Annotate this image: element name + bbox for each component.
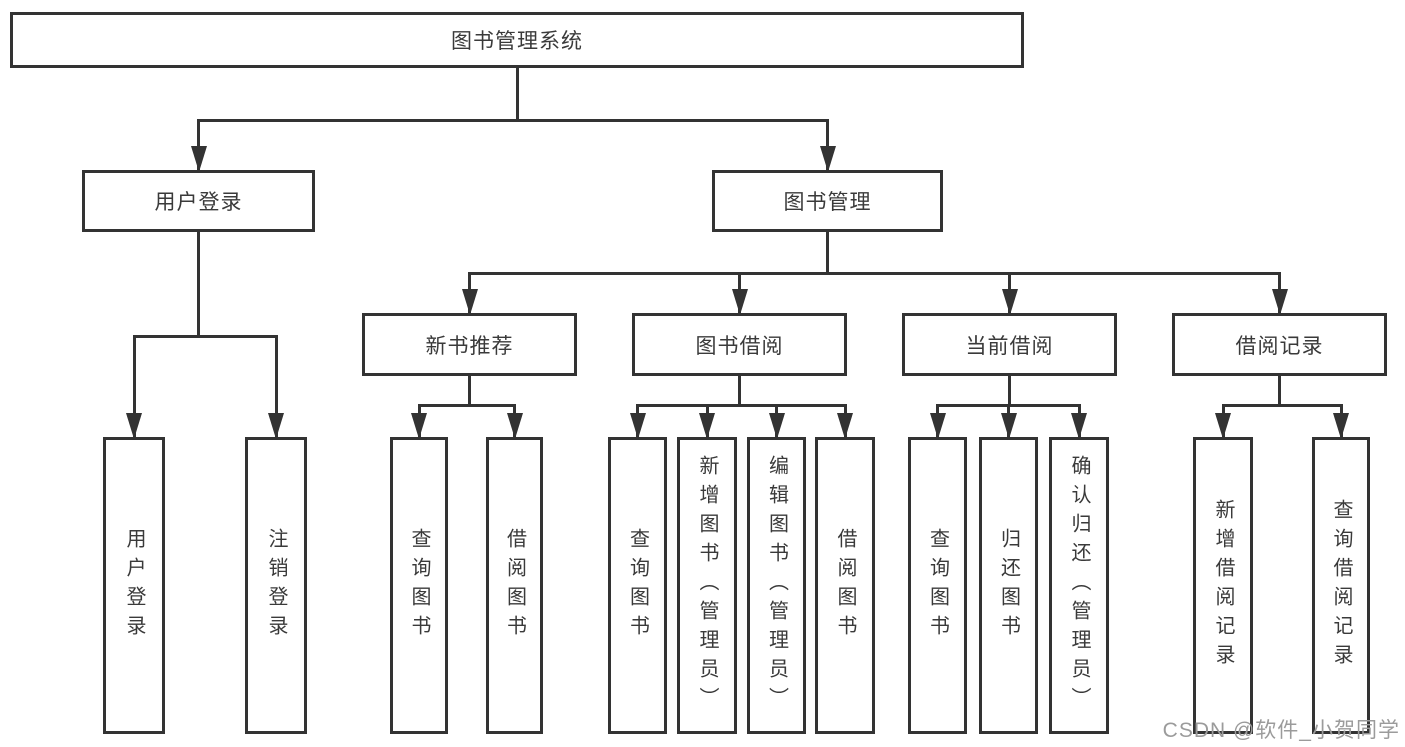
- node-user-login: 用户登录: [82, 170, 315, 232]
- arrowhead-down-icon: [411, 413, 427, 439]
- arrowhead-down-icon: [1071, 413, 1087, 439]
- node-leaf-user-login: 用户登录: [103, 437, 165, 734]
- connector-line: [1008, 376, 1011, 407]
- connector-line: [132, 335, 136, 437]
- connector-line: [1278, 376, 1281, 407]
- node-book-borrow: 图书借阅: [632, 313, 847, 376]
- node-leaf-borrow-book-2: 借阅图书: [815, 437, 875, 734]
- node-book-mgmt: 图书管理: [712, 170, 943, 232]
- node-leaf-query-book-3: 查询图书: [908, 437, 967, 734]
- connector-line: [468, 272, 1281, 275]
- node-label-leaf-confirm-return: 确认归还（管理员）: [1068, 455, 1090, 716]
- arrowhead-down-icon: [461, 289, 478, 315]
- node-label-leaf-edit-book: 编辑图书（管理员）: [765, 455, 788, 716]
- node-borrow-records: 借阅记录: [1172, 313, 1387, 376]
- connector-line: [826, 119, 829, 170]
- node-leaf-query-record: 查询借阅记录: [1312, 437, 1370, 734]
- arrowhead-down-icon: [929, 413, 946, 439]
- connector-line: [274, 335, 278, 437]
- node-label-leaf-borrow-book-1: 借阅图书: [503, 527, 526, 644]
- connector-line: [636, 404, 847, 407]
- connector-line: [826, 232, 829, 275]
- connector-line: [468, 376, 471, 407]
- arrowhead-down-icon: [731, 289, 748, 315]
- arrowhead-down-icon: [506, 413, 523, 439]
- node-label-leaf-return-book: 归还图书: [997, 527, 1020, 644]
- arrowhead-down-icon: [837, 413, 853, 439]
- node-leaf-return-book: 归还图书: [979, 437, 1038, 734]
- arrowhead-down-icon: [126, 413, 142, 439]
- arrowhead-down-icon: [629, 413, 646, 439]
- node-label-leaf-query-book-3: 查询图书: [926, 527, 949, 644]
- node-leaf-add-book: 新增图书（管理员）: [677, 437, 737, 734]
- node-label-leaf-add-record: 新增借阅记录: [1212, 498, 1234, 673]
- node-label-user-login: 用户登录: [154, 191, 243, 214]
- connector-line: [417, 404, 516, 407]
- node-label-leaf-borrow-book-2: 借阅图书: [834, 527, 856, 644]
- node-label-borrow-records: 借阅记录: [1235, 334, 1324, 358]
- node-leaf-query-book-2: 查询图书: [608, 437, 667, 734]
- node-new-book-rec: 新书推荐: [362, 313, 577, 376]
- arrowhead-down-icon: [190, 146, 207, 172]
- arrowhead-down-icon: [1001, 289, 1018, 315]
- node-label-new-book-rec: 新书推荐: [425, 334, 514, 358]
- node-current-borrow: 当前借阅: [902, 313, 1117, 376]
- node-leaf-logout: 注销登录: [245, 437, 307, 734]
- arrowhead-down-icon: [1215, 413, 1231, 439]
- node-label-root: 图书管理系统: [451, 30, 583, 53]
- arrowhead-down-icon: [768, 413, 785, 439]
- node-leaf-query-book-1: 查询图书: [390, 437, 448, 734]
- arrowhead-down-icon: [1000, 413, 1017, 439]
- node-leaf-edit-book: 编辑图书（管理员）: [747, 437, 806, 734]
- node-label-current-borrow: 当前借阅: [965, 334, 1054, 358]
- node-label-book-borrow: 图书借阅: [695, 334, 784, 358]
- connector-line: [738, 376, 741, 407]
- arrowhead-down-icon: [699, 413, 715, 439]
- connector-line: [132, 335, 278, 338]
- node-label-book-mgmt: 图书管理: [783, 191, 872, 214]
- node-label-leaf-logout: 注销登录: [265, 527, 287, 644]
- watermark: CSDN @软件_小贺同学: [1162, 719, 1400, 742]
- arrowhead-down-icon: [1271, 289, 1288, 315]
- node-leaf-confirm-return: 确认归还（管理员）: [1049, 437, 1109, 734]
- connector-line: [515, 68, 519, 122]
- node-leaf-add-record: 新增借阅记录: [1193, 437, 1253, 734]
- node-root: 图书管理系统: [10, 12, 1024, 68]
- node-leaf-borrow-book-1: 借阅图书: [486, 437, 543, 734]
- node-label-leaf-add-book: 新增图书（管理员）: [696, 455, 718, 716]
- node-label-leaf-query-book-1: 查询图书: [408, 527, 430, 644]
- connector-line: [197, 232, 200, 338]
- node-label-leaf-user-login: 用户登录: [123, 527, 145, 644]
- arrowhead-down-icon: [1333, 413, 1349, 439]
- arrowhead-down-icon: [268, 413, 284, 439]
- connector-line: [197, 119, 829, 122]
- arrowhead-down-icon: [819, 146, 836, 172]
- node-label-leaf-query-record: 查询借阅记录: [1330, 498, 1352, 673]
- connector-line: [197, 119, 200, 170]
- node-label-leaf-query-book-2: 查询图书: [626, 527, 649, 644]
- connector-line: [1221, 404, 1343, 407]
